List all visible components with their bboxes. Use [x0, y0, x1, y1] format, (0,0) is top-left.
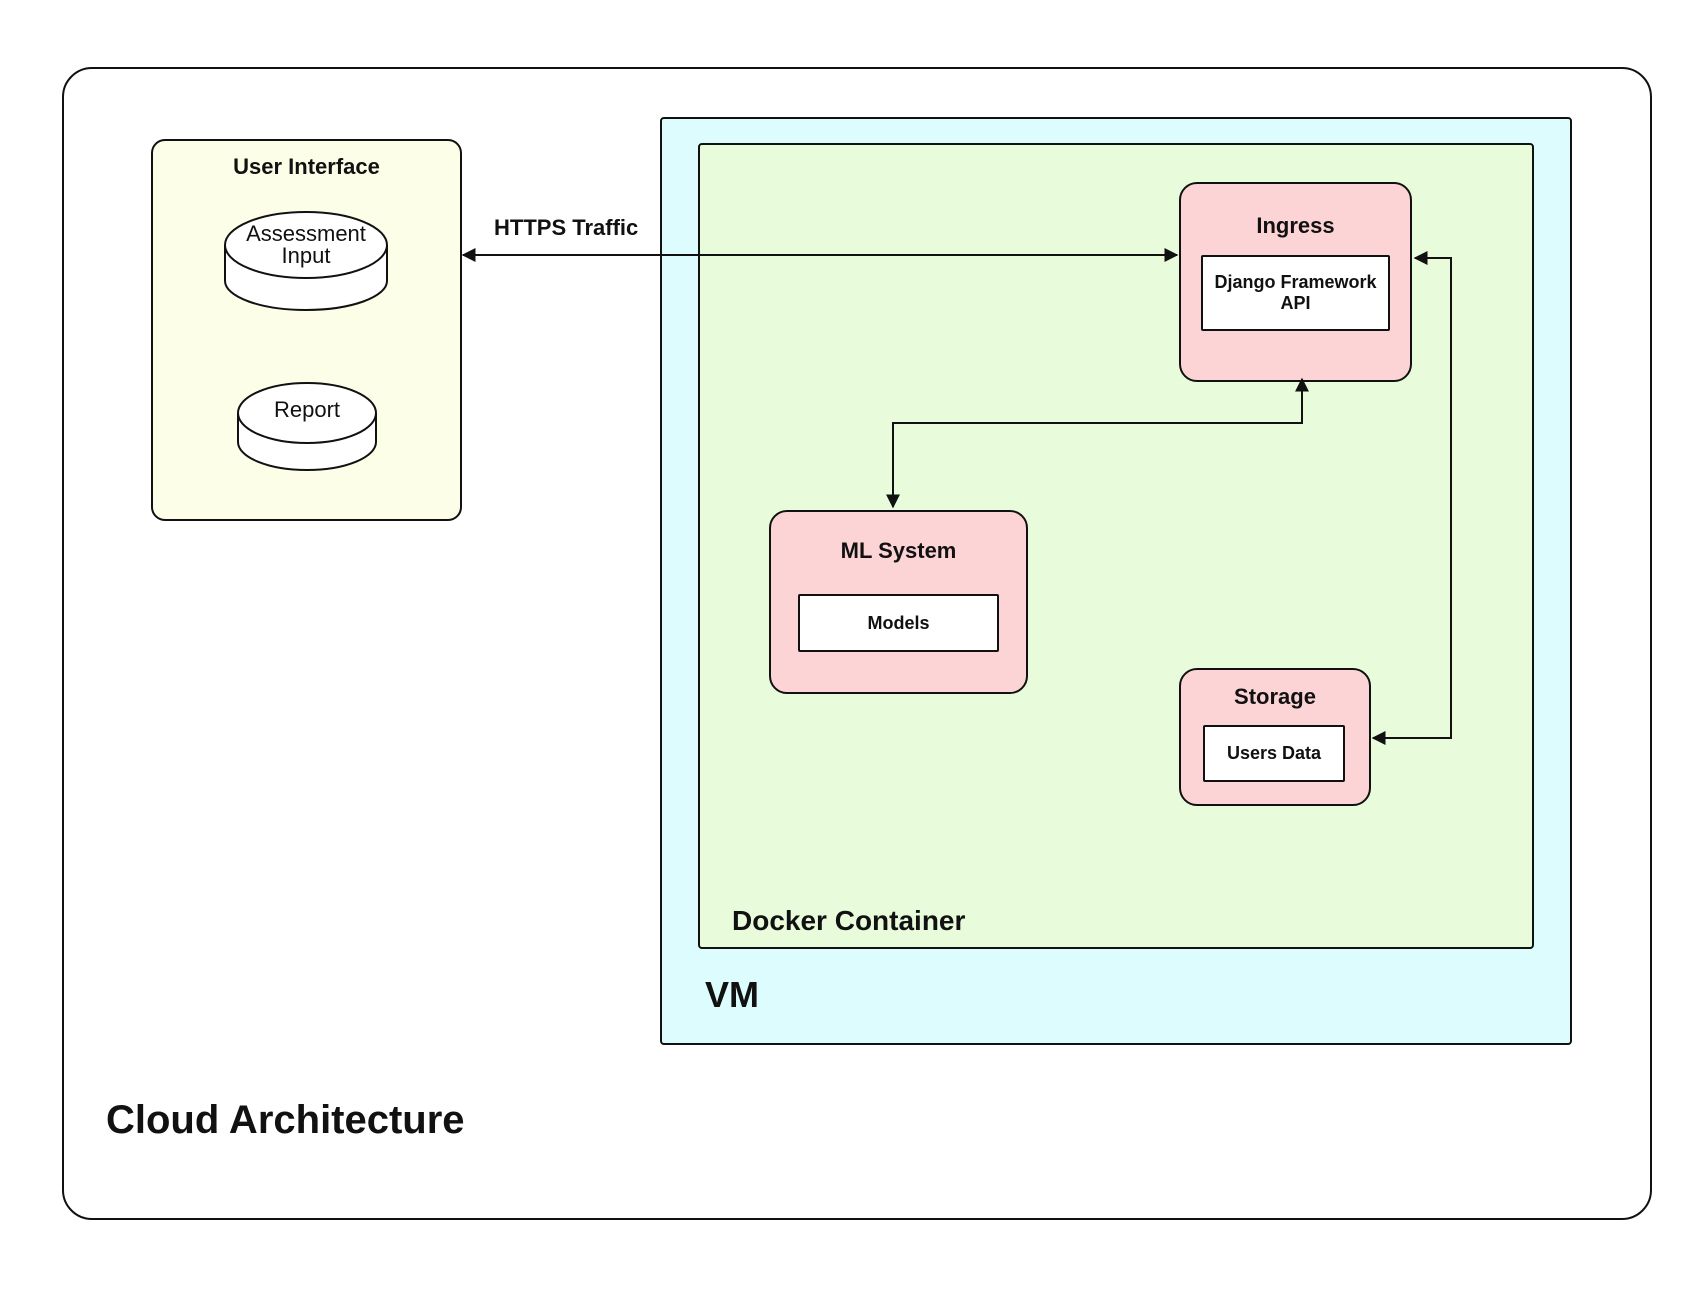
vm-label: VM — [705, 974, 759, 1015]
cloud-architecture-title: Cloud Architecture — [106, 1098, 465, 1142]
https-traffic-label: HTTPS Traffic — [494, 215, 639, 240]
report-cylinder — [237, 382, 377, 471]
django-framework-api-box: Django Framework API — [1201, 255, 1390, 331]
ml-system-title: ML System — [840, 538, 957, 563]
assessment-input-label-line1: Assessment — [246, 221, 366, 246]
report-label: Report — [273, 397, 341, 422]
storage-title: Storage — [1234, 684, 1316, 709]
assessment-input-cylinder — [224, 211, 388, 311]
django-framework-api-line2: API — [1280, 293, 1311, 313]
ingress-storage-arrow — [1371, 251, 1452, 745]
docker-container-label: Docker Container — [732, 905, 966, 936]
ingress-title: Ingress — [1256, 213, 1335, 238]
assessment-input-label-line2: Input — [281, 243, 331, 268]
assessment-input-label: Assessment Input — [225, 223, 387, 267]
django-framework-api-line1: Django Framework — [1214, 272, 1377, 292]
ingress-ml-system-arrow — [886, 377, 1309, 509]
user-interface-title: User Interface — [233, 154, 380, 179]
models-box: Models — [798, 594, 999, 652]
users-data-box: Users Data — [1203, 725, 1345, 782]
